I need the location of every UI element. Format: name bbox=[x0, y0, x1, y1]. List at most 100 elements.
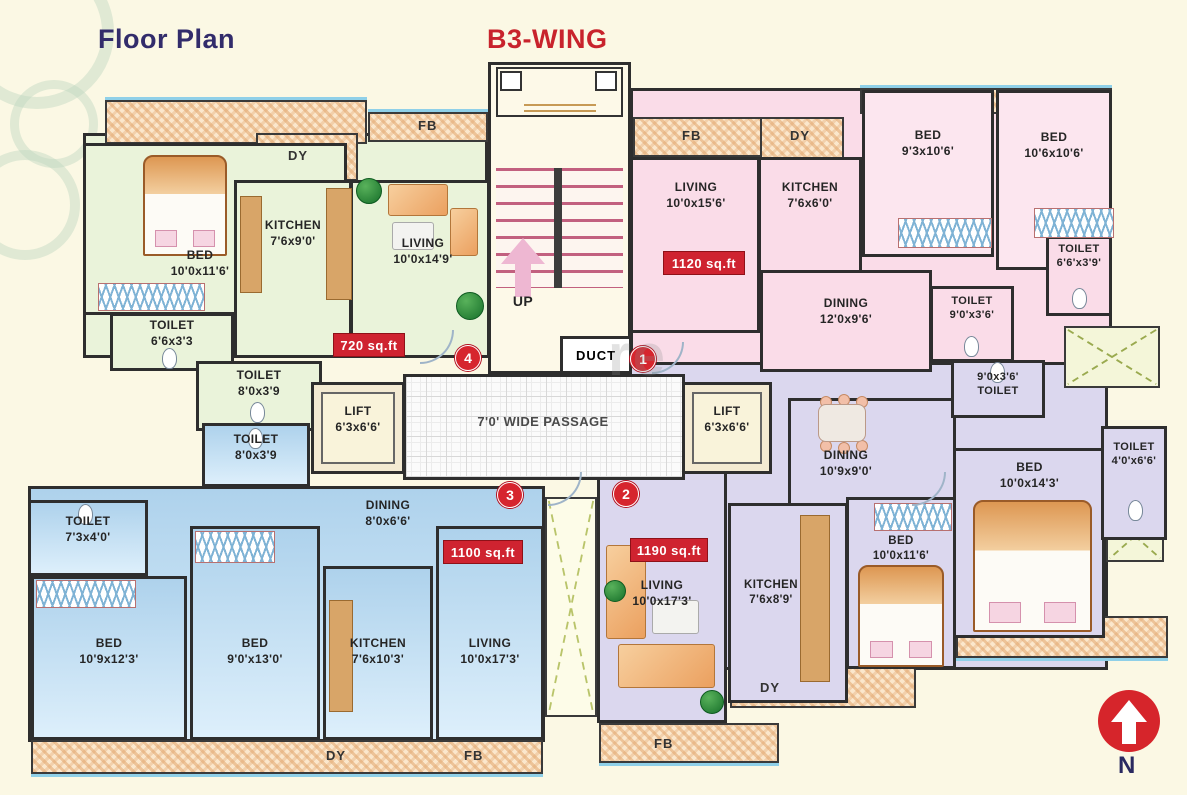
room-label: BED 10'9x12'3' bbox=[46, 636, 172, 667]
wardrobe-icon bbox=[898, 218, 992, 248]
wardrobe-icon bbox=[98, 283, 205, 311]
room-label: DINING 12'0x9'6' bbox=[786, 296, 906, 327]
sofa-icon bbox=[618, 644, 715, 688]
passage-label: 7'0' WIDE PASSAGE bbox=[428, 414, 658, 431]
room-name: BED bbox=[888, 535, 914, 547]
unit-number-badge: 3 bbox=[497, 482, 523, 508]
room-toilet bbox=[1101, 426, 1167, 540]
pillow-icon bbox=[988, 601, 1021, 623]
room-name: BED bbox=[914, 128, 942, 142]
tree-icon bbox=[456, 292, 484, 320]
compass-arrow-stem bbox=[1122, 720, 1136, 744]
room-size: 7'6x10'3' bbox=[351, 651, 405, 666]
room-name: KITCHEN bbox=[264, 218, 322, 232]
room-label: TOILET 4'0'x6'6' bbox=[1101, 440, 1167, 469]
room-label: TOILET 6'6'x3'9' bbox=[1046, 242, 1112, 271]
room-size: 10'0x15'6' bbox=[666, 195, 726, 210]
flower-bed bbox=[368, 112, 488, 142]
duct-label: DUCT bbox=[575, 347, 617, 363]
lift-right-car bbox=[692, 392, 762, 464]
room-name: DINING bbox=[823, 448, 869, 462]
unit-area-badge: 720 sq.ft bbox=[333, 333, 405, 357]
room-name: BED bbox=[1016, 460, 1043, 474]
room-dining bbox=[760, 270, 932, 372]
room-size: 10'0x11'6' bbox=[170, 263, 230, 278]
room-label: 9'0x3'6' TOILET bbox=[953, 370, 1043, 399]
room-size: 10'0x14'9' bbox=[393, 251, 453, 266]
wardrobe-icon bbox=[195, 531, 275, 563]
lift-right-label: LIFT 6'3x6'6' bbox=[692, 404, 762, 435]
room-size: 9'0'x3'6' bbox=[949, 309, 995, 322]
bed-icon bbox=[973, 500, 1092, 632]
watermark: re bbox=[608, 323, 667, 388]
room-size: 6'6'x3'9' bbox=[1056, 257, 1102, 270]
lift-name: LIFT bbox=[713, 404, 741, 418]
sofa-icon bbox=[388, 184, 448, 216]
tree-icon bbox=[700, 690, 724, 714]
room-size: 8'0x3'9 bbox=[238, 383, 280, 398]
toilet-pot-icon bbox=[964, 336, 979, 357]
room-label: KITCHEN 7'6x9'0' bbox=[238, 218, 348, 249]
lift-size: 6'3x6'6' bbox=[704, 419, 750, 434]
flower-bed bbox=[599, 723, 779, 763]
room-label: BED 10'0x11'6' bbox=[848, 534, 954, 564]
stair-landing-post bbox=[595, 71, 617, 91]
room-size: 4'0'x6'6' bbox=[1111, 455, 1157, 468]
room-name: KITCHEN bbox=[349, 636, 407, 650]
wardrobe-icon bbox=[36, 580, 136, 608]
up-label: UP bbox=[500, 292, 546, 310]
lift-left-car bbox=[321, 392, 395, 464]
table-icon bbox=[392, 222, 434, 250]
toilet-pot-icon bbox=[250, 402, 265, 423]
room-name: LIVING bbox=[640, 578, 684, 592]
lift-left-label: LIFT 6'3x6'6' bbox=[321, 404, 395, 435]
room-size: 10'6x10'6' bbox=[1024, 145, 1084, 160]
room-size: 12'0x9'6' bbox=[819, 311, 873, 326]
unit-area-badge: 1190 sq.ft bbox=[630, 538, 708, 562]
room-size: 7'6x8'9' bbox=[749, 593, 793, 606]
room-name: TOILET bbox=[1113, 441, 1155, 453]
room-size: 10'0x14'3' bbox=[999, 475, 1060, 490]
pillow-icon bbox=[908, 641, 933, 658]
passage bbox=[403, 374, 685, 480]
toilet-pot-icon bbox=[1072, 288, 1087, 309]
room-name: TOILET bbox=[1058, 243, 1100, 255]
room-name: TOILET bbox=[233, 432, 279, 446]
chair-icon bbox=[838, 442, 850, 454]
room-name: BED bbox=[1040, 130, 1068, 144]
stair-divider bbox=[554, 168, 562, 288]
wardrobe-icon bbox=[1034, 208, 1114, 238]
room-label: DINING 10'9x9'0' bbox=[786, 448, 906, 479]
room-size: 10'0x17'3' bbox=[632, 593, 692, 608]
compass-arrow-icon bbox=[1111, 700, 1147, 722]
passage-text: 7'0' WIDE PASSAGE bbox=[477, 414, 609, 429]
compass bbox=[1098, 690, 1160, 752]
dining-table-icon bbox=[818, 404, 866, 442]
stair-sill bbox=[524, 104, 596, 112]
tree-icon bbox=[604, 580, 626, 602]
toilet-pot-icon bbox=[78, 504, 93, 525]
pillow-icon bbox=[154, 230, 178, 247]
room-size: 7'6x6'0' bbox=[787, 195, 833, 210]
kitchen-counter bbox=[240, 196, 262, 293]
room-name: KITCHEN bbox=[781, 180, 839, 194]
toilet-pot-icon bbox=[248, 428, 263, 449]
room-label: LIVING 10'0x17'3' bbox=[434, 636, 546, 667]
kitchen-counter bbox=[800, 515, 830, 682]
room-name: TOILET bbox=[977, 385, 1019, 398]
room-size: 6'6x3'3 bbox=[151, 333, 193, 348]
room-name: TOILET bbox=[149, 318, 195, 332]
room-size: 10'0x17'3' bbox=[460, 651, 520, 666]
room-label: LIVING 10'0x17'3' bbox=[605, 578, 719, 609]
room-name: DINING bbox=[823, 296, 869, 310]
room-label: BED 9'3x10'6' bbox=[872, 128, 984, 159]
room-label: TOILET 7'3x4'0' bbox=[30, 514, 146, 545]
up-arrow-icon bbox=[501, 238, 545, 264]
kitchen-counter bbox=[329, 600, 353, 712]
wardrobe-icon bbox=[874, 503, 952, 531]
room-label: BED 9'0'x13'0' bbox=[196, 636, 314, 667]
room-size: 10'0x11'6' bbox=[872, 549, 930, 562]
room-size: 7'3x4'0' bbox=[65, 529, 111, 544]
pillow-icon bbox=[869, 641, 894, 658]
